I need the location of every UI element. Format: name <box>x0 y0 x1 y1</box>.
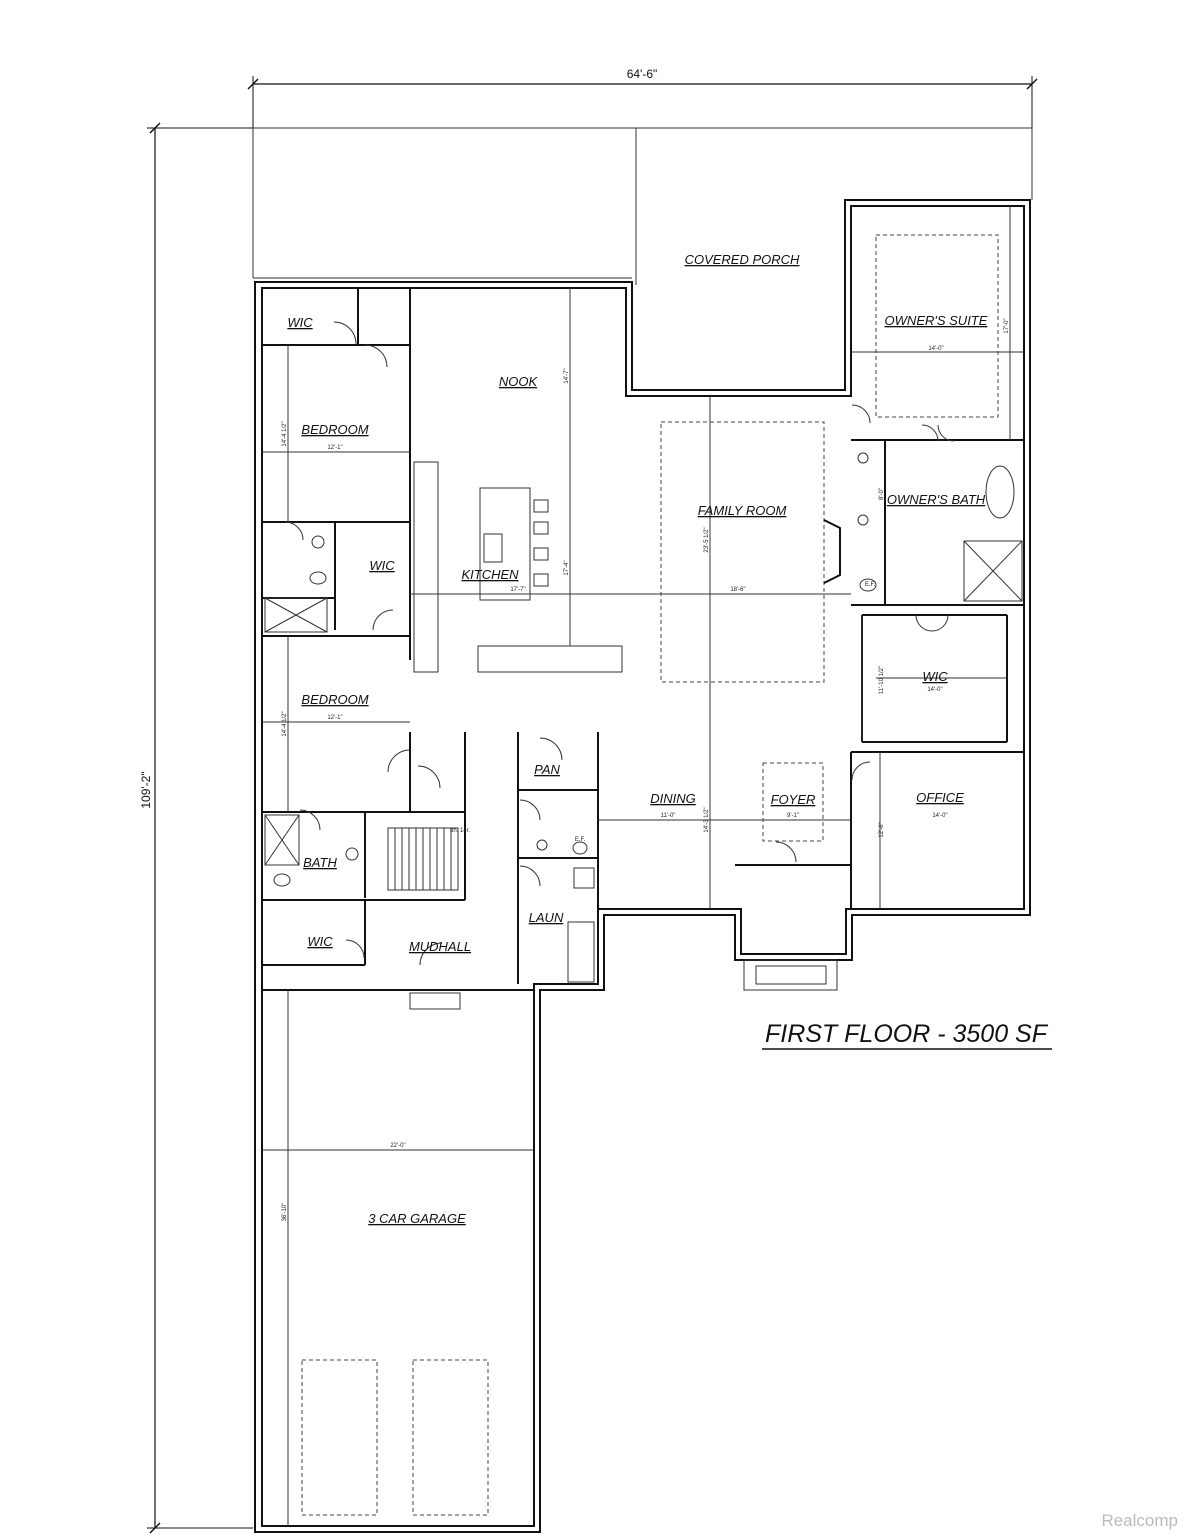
kitchen-fixtures <box>413 461 623 673</box>
dim-kitchen-w: 17'-7" <box>510 587 525 593</box>
porch-outline <box>252 127 1033 285</box>
dim-kitchen-d: 17'-4" <box>564 560 570 575</box>
room-dimension-texts: 12'-1" 14'-4 1/2" 14'-7" 14'-0" 17'-0" 1… <box>282 318 1010 1221</box>
room-label-bath: BATH <box>303 855 337 870</box>
room-label-nook: NOOK <box>499 374 539 389</box>
stairs <box>387 827 459 891</box>
room-label-laun: LAUN <box>529 910 564 925</box>
room-label-wic-lower: WIC <box>307 934 333 949</box>
dashed-outlines <box>301 234 999 1516</box>
exterior-walls <box>254 199 1031 1533</box>
dim-dining-w: 11'-0" <box>661 813 676 819</box>
overall-width-label: 64'-6" <box>627 67 658 81</box>
room-label-wic-left: WIC <box>369 558 395 573</box>
fixture-ef-bath: E.F. <box>865 582 876 588</box>
room-label-garage: 3 CAR GARAGE <box>368 1211 466 1226</box>
dim-family-w: 18'-6" <box>730 587 745 593</box>
room-label-dining: DINING <box>650 791 696 806</box>
room-label-bedroom-1: BEDROOM <box>301 422 368 437</box>
room-label-wic-top-left: WIC <box>287 315 313 330</box>
dim-dining-d: 14'-3 1/2" <box>704 807 710 832</box>
entry-bay <box>409 959 838 1010</box>
dim-bedroom-1-d: 14'-4 1/2" <box>282 421 288 446</box>
room-label-family-room: FAMILY ROOM <box>698 503 787 518</box>
dim-wic-owners-w: 14'-0" <box>927 687 942 693</box>
interior-walls <box>262 288 1024 991</box>
room-label-kitchen: KITCHEN <box>461 567 519 582</box>
room-label-mudhall: MUDHALL <box>409 939 471 954</box>
stair-note: dn. 14r. <box>450 828 470 834</box>
dim-family-d: 23'-5 1/2" <box>704 527 710 552</box>
dim-owners-bath-d: 8'-0" <box>879 488 885 500</box>
room-labels: WIC BEDROOM NOOK COVERED PORCH OWNER'S S… <box>287 252 987 1226</box>
door-swings <box>284 321 955 966</box>
overall-depth-dimension: 109'-2" <box>139 122 253 1534</box>
room-label-owners-bath: OWNER'S BATH <box>887 492 986 507</box>
bath-fixtures <box>264 452 1023 983</box>
dim-owners-suite-w: 14'-0" <box>928 346 943 352</box>
dim-owners-suite-d: 17'-0" <box>1004 318 1010 333</box>
dimension-lines <box>262 206 1024 1526</box>
dim-wic-owners-d: 11'-10 1/2" <box>879 666 885 694</box>
room-label-owners-suite: OWNER'S SUITE <box>885 313 988 328</box>
dim-office-w: 14'-0" <box>932 813 947 819</box>
watermark: Realcomp <box>1101 1511 1178 1530</box>
dim-garage-w: 22'-0" <box>390 1143 405 1149</box>
room-label-wic-owners: WIC <box>922 669 948 684</box>
room-label-pan: PAN <box>534 762 560 777</box>
room-label-bedroom-2: BEDROOM <box>301 692 368 707</box>
overall-depth-label: 109'-2" <box>139 771 153 808</box>
dim-bedroom-2-w: 12'-1" <box>327 715 342 721</box>
dim-nook-d: 14'-7" <box>564 368 570 383</box>
room-label-foyer: FOYER <box>771 792 816 807</box>
dim-garage-d: 36'-10" <box>282 1203 288 1222</box>
room-label-covered-porch: COVERED PORCH <box>685 252 800 267</box>
fixture-ef-laundry: E.F. <box>575 837 586 843</box>
room-label-office: OFFICE <box>916 790 964 805</box>
plan-title: FIRST FLOOR - 3500 SF <box>765 1020 1049 1048</box>
dim-foyer-w: 9'-1" <box>787 813 799 819</box>
dim-bedroom-2-d: 14'-4 1/2" <box>282 711 288 736</box>
dim-bedroom-1-w: 12'-1" <box>327 445 342 451</box>
plan-title-block: FIRST FLOOR - 3500 SF <box>762 1020 1052 1050</box>
overall-width-dimension: 64'-6" <box>247 67 1038 130</box>
fireplace <box>823 519 841 584</box>
dim-office-d: 12'-6" <box>879 822 885 837</box>
